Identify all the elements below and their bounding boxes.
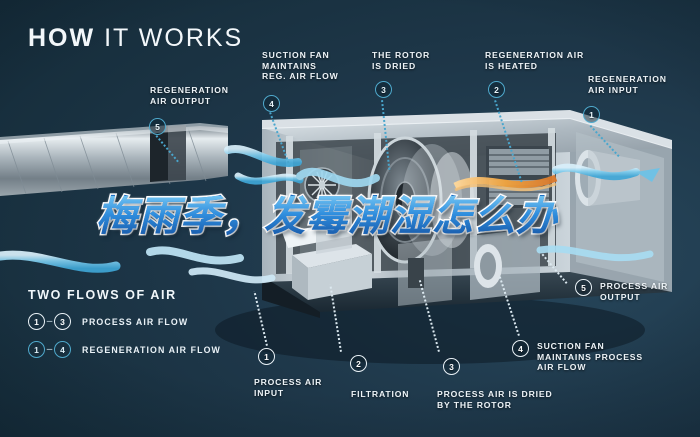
marker-suction-fan-reg[interactable]: 4 [263, 95, 280, 112]
marker-regeneration-air-heated[interactable]: 2 [488, 81, 505, 98]
legend-dash-2: – [46, 344, 53, 355]
overlay-headline-fill: 梅雨季，发霉潮湿怎么办 [96, 192, 558, 240]
marker-regeneration-air-input[interactable]: 1 [583, 106, 600, 123]
legend-label-process-air-flow: PROCESS AIR FLOW [82, 316, 189, 327]
label-suction-fan-reg: SUCTION FAN MAINTAINS REG. AIR FLOW [262, 50, 339, 82]
label-process-air-input: PROCESS AIR INPUT [254, 377, 323, 398]
spiral-duct [0, 123, 228, 196]
label-rotor-is-dried: THE ROTOR IS DRIED [372, 50, 431, 71]
label-process-air-dried: PROCESS AIR IS DRIED BY THE ROTOR [437, 389, 553, 410]
legend-row-regeneration-air-flow: 1 – 4 REGENERATION AIR FLOW [28, 341, 221, 358]
marker-process-air-dried[interactable]: 3 [443, 358, 460, 375]
marker-filtration[interactable]: 2 [350, 355, 367, 372]
marker-rotor-is-dried[interactable]: 3 [375, 81, 392, 98]
marker-regeneration-air-output[interactable]: 5 [149, 118, 166, 135]
legend-heading: TWO FLOWS OF AIR [28, 288, 177, 302]
marker-suction-fan-process[interactable]: 4 [512, 340, 529, 357]
legend-chip-3: 3 [54, 313, 71, 330]
legend-chip-4: 4 [54, 341, 71, 358]
page-title: HOW IT WORKS [28, 24, 243, 53]
label-regeneration-air-output: REGENERATION AIR OUTPUT [150, 85, 229, 106]
overlay-headline: 梅雨季，发霉潮湿怎么办 梅雨季，发霉潮湿怎么办 [95, 192, 559, 240]
legend: TWO FLOWS OF AIR 1 – 3 PROCESS AIR FLOW … [28, 288, 221, 369]
legend-dash: – [46, 316, 53, 327]
legend-chip-1-cyan: 1 [28, 341, 45, 358]
page-title-light: IT WORKS [104, 24, 244, 52]
legend-chip-1: 1 [28, 313, 45, 330]
label-process-air-output: PROCESS AIR OUTPUT [600, 281, 669, 302]
legend-label-regeneration-air-flow: REGENERATION AIR FLOW [82, 344, 221, 355]
marker-process-air-output[interactable]: 5 [575, 279, 592, 296]
marker-process-air-input[interactable]: 1 [258, 348, 275, 365]
page-title-bold: HOW [28, 24, 96, 52]
label-suction-fan-process: SUCTION FAN MAINTAINS PROCESS AIR FLOW [537, 341, 643, 373]
label-regeneration-air-heated: REGENERATION AIR IS HEATED [485, 50, 585, 71]
legend-row-process-air-flow: 1 – 3 PROCESS AIR FLOW [28, 313, 221, 330]
label-regeneration-air-input: REGENERATION AIR INPUT [588, 74, 667, 95]
label-filtration: FILTRATION [351, 389, 410, 399]
